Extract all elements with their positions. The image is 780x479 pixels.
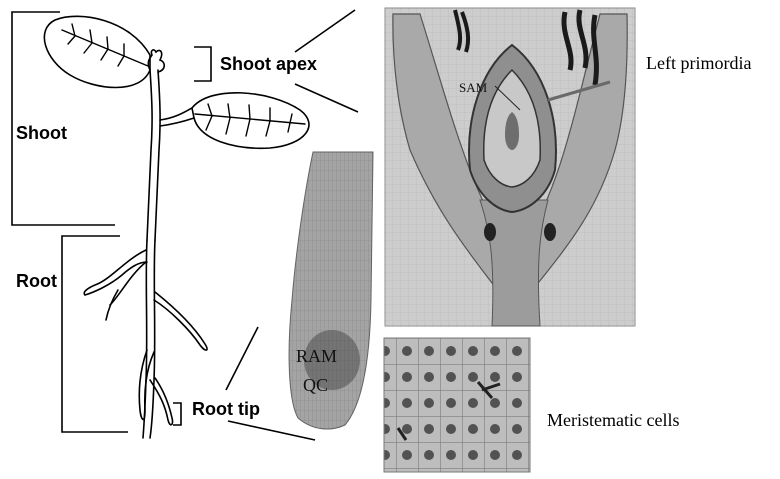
root-bracket [62,236,128,432]
shoot-apex-label: Shoot apex [220,54,317,74]
left-leaf-veins [62,24,148,66]
main-stem [147,70,152,240]
seedling-drawing [44,16,309,438]
left-leaf [44,16,150,87]
meristematic-cells-label: Meristematic cells [547,410,679,430]
qc-label: QC [303,375,328,395]
meristematic-cells-micrograph [384,338,530,472]
ram-label: RAM [296,346,337,366]
root-tip-connector-top [226,327,258,390]
root-label: Root [16,271,57,291]
root-tip-bracket [173,403,181,425]
root-tip-label: Root tip [192,399,260,419]
shoot-apex-connector-top [295,10,355,52]
shoot-bracket [12,12,115,225]
root-tip-micrograph: RAM QC [289,152,373,429]
shoot-apex-connector-bottom [295,84,358,112]
shoot-label: Shoot [16,123,67,143]
right-leaf-veins [195,104,305,136]
leaf-primordia-label: Left primordia [646,53,751,73]
sam-label: SAM [459,80,488,95]
lateral-root-left [84,250,147,295]
shoot-apex-micrograph: SAM [385,8,635,326]
root-tip-connector-bottom [228,421,315,440]
lateral-root-right [154,292,207,350]
shoot-apex-bracket [194,47,211,81]
